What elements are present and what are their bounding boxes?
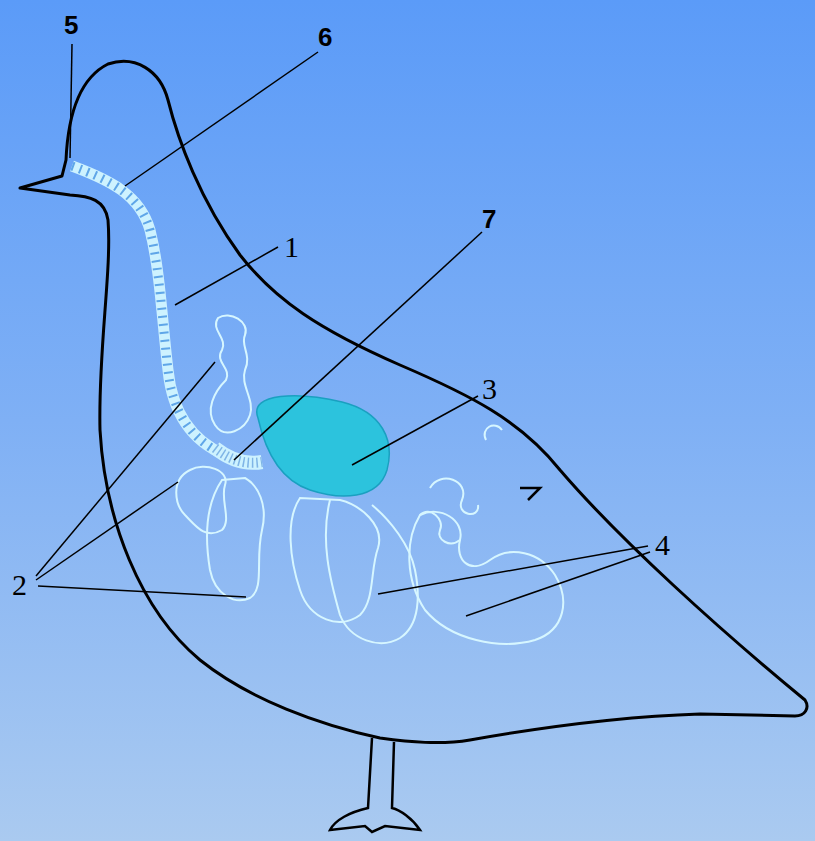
bird-outline xyxy=(20,61,807,742)
wing-notch xyxy=(520,488,540,500)
callout-number: 1 xyxy=(284,232,299,262)
callout-number: 3 xyxy=(482,374,497,404)
callout-number: 5 xyxy=(64,12,78,38)
lung xyxy=(257,396,389,496)
leader-lines xyxy=(36,44,650,616)
callout-number: 4 xyxy=(655,530,670,560)
callout-number: 7 xyxy=(482,206,496,232)
air-sacs xyxy=(176,315,563,643)
callout-number: 6 xyxy=(318,24,332,50)
callout-number: 2 xyxy=(12,570,27,600)
legs xyxy=(330,738,420,832)
